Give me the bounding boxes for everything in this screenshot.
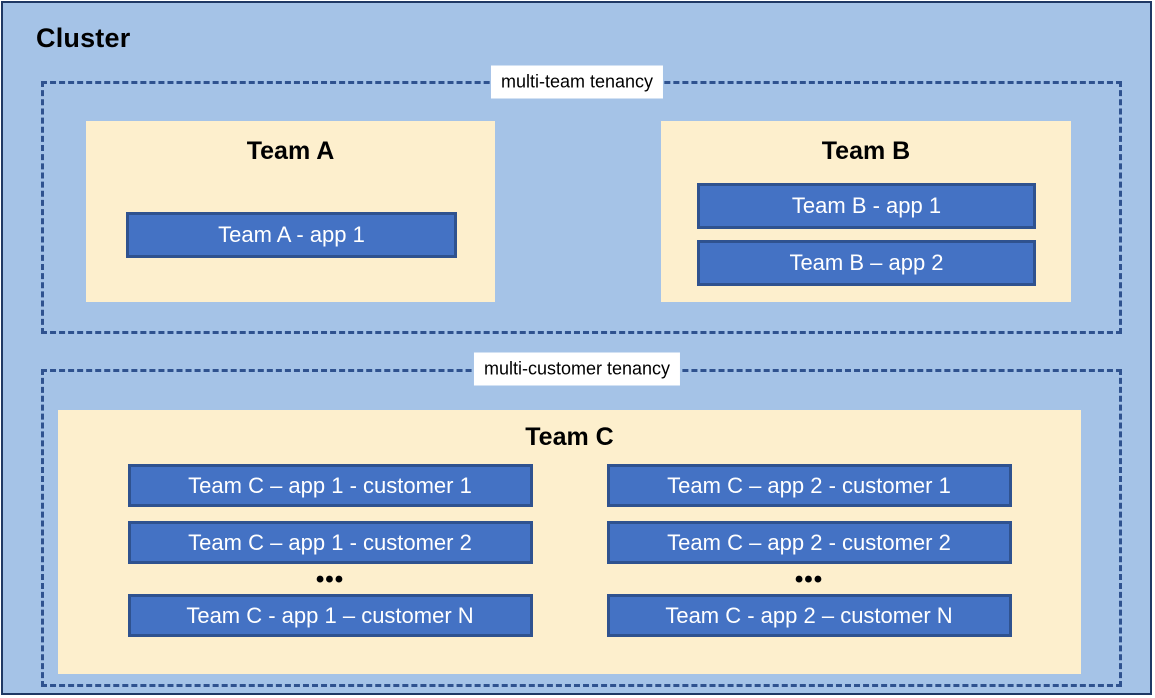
cluster-title: Cluster [36,23,131,53]
tenancy-zone-multi-customer-label: multi-customer tenancy [473,352,681,386]
app-chip-team-b-app-1[interactable]: Team B - app 1 [697,183,1036,229]
team-c-app-columns: Team C – app 1 - customer 1 Team C – app… [58,464,1081,637]
app-chip-team-c-app-2-customer-n[interactable]: Team C - app 2 – customer N [606,594,1012,637]
tenancy-zone-multi-team-label: multi-team tenancy [490,65,664,99]
team-a-container: Team A Team A - app 1 [86,121,495,302]
team-c-app-2-column: Team C – app 2 - customer 1 Team C – app… [606,464,1012,637]
app-chip-team-c-app-1-customer-1[interactable]: Team C – app 1 - customer 1 [127,464,533,507]
app-chip-team-c-app-1-customer-n[interactable]: Team C - app 1 – customer N [127,594,533,637]
team-b-app-list: Team B - app 1 Team B – app 2 [697,183,1036,286]
team-c-app-1-column: Team C – app 1 - customer 1 Team C – app… [127,464,533,637]
app-chip-team-a-app-1[interactable]: Team A - app 1 [126,212,457,258]
team-a-app-list: Team A - app 1 [126,212,457,258]
team-b-title: Team B [821,137,911,165]
app-chip-team-c-app-2-customer-2[interactable]: Team C – app 2 - customer 2 [606,521,1012,564]
app-chip-team-c-app-1-customer-2[interactable]: Team C – app 1 - customer 2 [127,521,533,564]
team-a-title: Team A [246,137,335,165]
ellipsis-team-c-app-1: ••• [315,566,345,593]
app-chip-team-c-app-2-customer-1[interactable]: Team C – app 2 - customer 1 [606,464,1012,507]
team-c-title: Team C [525,423,614,451]
ellipsis-team-c-app-2: ••• [794,566,824,593]
team-c-container: Team C Team C – app 1 - customer 1 Team … [58,410,1081,674]
app-chip-team-b-app-2[interactable]: Team B – app 2 [697,240,1036,286]
team-b-container: Team B Team B - app 1 Team B – app 2 [661,121,1071,302]
